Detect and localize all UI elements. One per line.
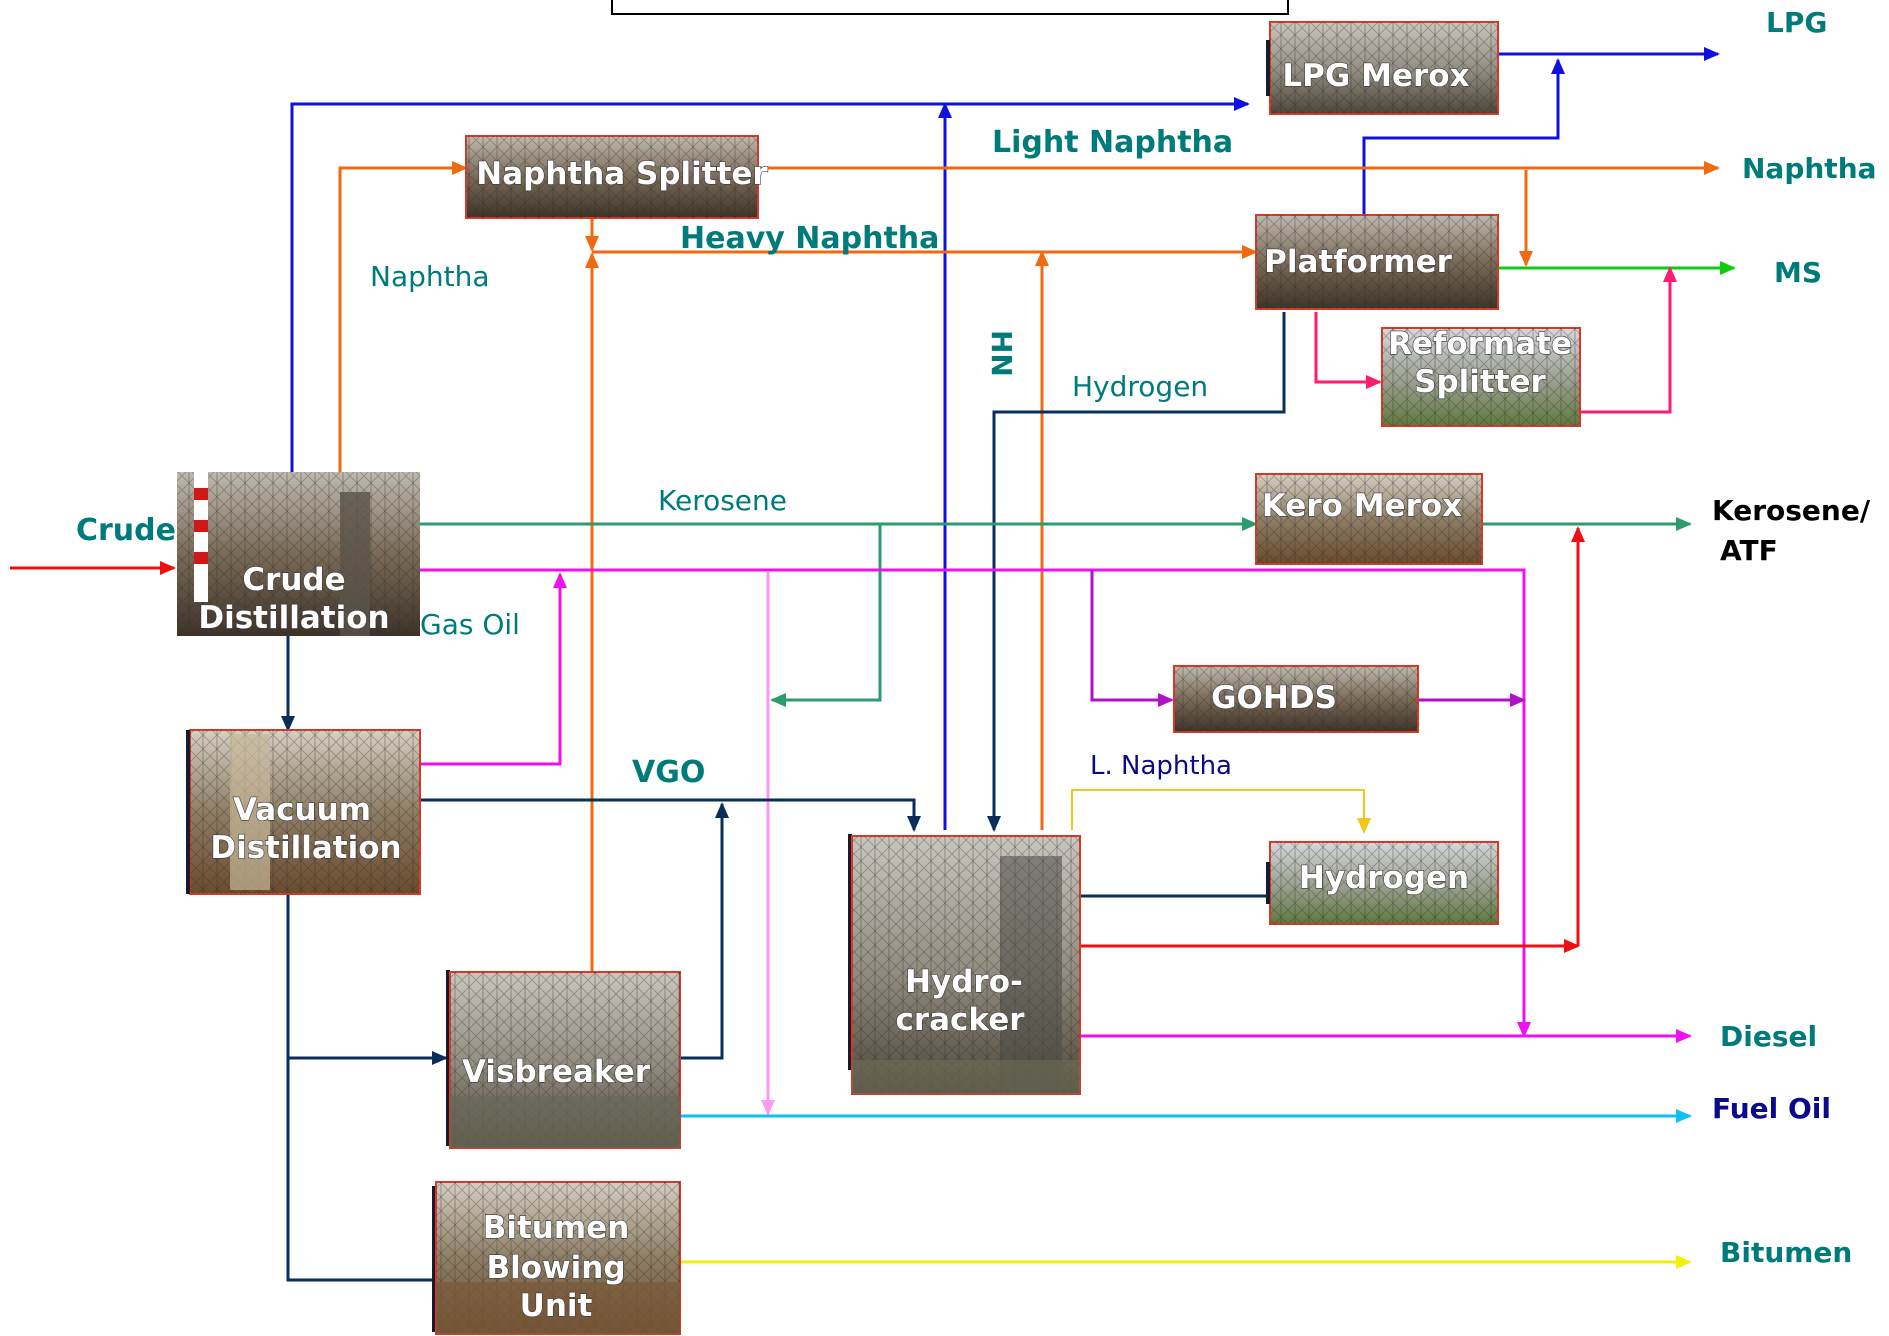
lpg-line xyxy=(290,97,1250,472)
reformate-splitter-label-1: Reformate xyxy=(1388,326,1572,362)
l-naphtha-line xyxy=(1071,789,1371,834)
naphtha-stream-label: Naphtha xyxy=(370,260,490,293)
reformate-to-ms-line xyxy=(1580,266,1677,414)
bitumen-blowing-label-3: Unit xyxy=(520,1288,593,1324)
product-kerosene-atf-1: Kerosene/ xyxy=(1712,494,1871,527)
hydrogen-unit: Hydrogen xyxy=(1266,841,1499,925)
lpg-merox-label: LPG Merox xyxy=(1282,58,1469,94)
reformate-splitter-label-2: Splitter xyxy=(1414,364,1546,400)
vacuum-bottoms-line xyxy=(286,894,432,1282)
visbreaker-vgo-line xyxy=(680,802,729,1060)
reformate-line xyxy=(1314,312,1382,389)
kero-merox-label: Kero Merox xyxy=(1262,488,1462,524)
naphtha-splitter-unit: Naphtha Splitter xyxy=(465,135,769,219)
light-naphtha-label: Light Naphtha xyxy=(992,125,1233,160)
crude-distillation-label-1: Crude xyxy=(242,562,345,598)
platformer-unit: Platformer xyxy=(1255,214,1499,310)
heavy-naphtha-label: Heavy Naphtha xyxy=(680,221,939,256)
l-naphtha-label: L. Naphtha xyxy=(1090,751,1232,781)
naphtha-line xyxy=(338,161,468,472)
vgo-label: VGO xyxy=(632,755,705,790)
product-diesel: Diesel xyxy=(1720,1020,1817,1053)
bitumen-blowing-label-2: Blowing xyxy=(486,1250,625,1286)
naphtha-splitter-label: Naphtha Splitter xyxy=(476,156,768,192)
hydrocracker-label-1: Hydro- xyxy=(905,964,1023,1000)
title-frame xyxy=(611,0,1289,15)
reformate-splitter-unit: Reformate Splitter xyxy=(1381,325,1581,427)
crude-distillation-label-2: Distillation xyxy=(198,600,389,636)
gohds-label: GOHDS xyxy=(1211,680,1337,716)
kerosene-stream-label: Kerosene xyxy=(658,484,787,517)
hn-label: HN xyxy=(985,330,1018,377)
visbreaker-unit: Visbreaker xyxy=(446,970,681,1149)
hydrogen-unit-label: Hydrogen xyxy=(1299,860,1469,896)
vacuum-distillation-unit: Vacuum Distillation xyxy=(186,729,421,895)
gohds-feed-line xyxy=(1090,570,1174,707)
kero-merox-unit: Kero Merox xyxy=(1255,473,1483,565)
lpg-merox-unit: LPG Merox xyxy=(1266,21,1499,115)
kerosene-branch-line xyxy=(770,524,882,707)
product-bitumen: Bitumen xyxy=(1720,1236,1852,1269)
gas-oil-line xyxy=(420,568,1531,1038)
vacuum-gasoil-line xyxy=(420,572,567,766)
hydrocracker-unit: Hydro- cracker xyxy=(848,834,1081,1095)
product-naphtha: Naphtha xyxy=(1742,152,1877,185)
product-fuel-oil: Fuel Oil xyxy=(1712,1092,1831,1125)
hydrogen-line xyxy=(987,312,1286,832)
platformer-label: Platformer xyxy=(1264,244,1452,280)
vacuum-distillation-label-2: Distillation xyxy=(210,830,401,866)
gohds-unit: GOHDS xyxy=(1173,665,1419,733)
platformer-lpg-line xyxy=(1362,58,1565,215)
gas-oil-label: Gas Oil xyxy=(420,608,520,641)
product-ms: MS xyxy=(1774,256,1822,289)
vgo-line xyxy=(420,798,921,832)
bitumen-blowing-label-1: Bitumen xyxy=(483,1210,630,1246)
visbreaker-label: Visbreaker xyxy=(462,1054,651,1090)
product-kerosene-atf-2: ATF xyxy=(1720,534,1778,567)
crude-feed-label: Crude xyxy=(76,513,176,548)
crude-distillation-unit: Crude Distillation xyxy=(177,472,420,637)
vacuum-distillation-label-1: Vacuum xyxy=(233,792,371,828)
product-lpg: LPG xyxy=(1766,6,1827,39)
hydrogen-stream-label: Hydrogen xyxy=(1072,370,1208,403)
hydrocracker-label-2: cracker xyxy=(895,1002,1025,1038)
bitumen-blowing-unit: Bitumen Blowing Unit xyxy=(432,1181,681,1335)
